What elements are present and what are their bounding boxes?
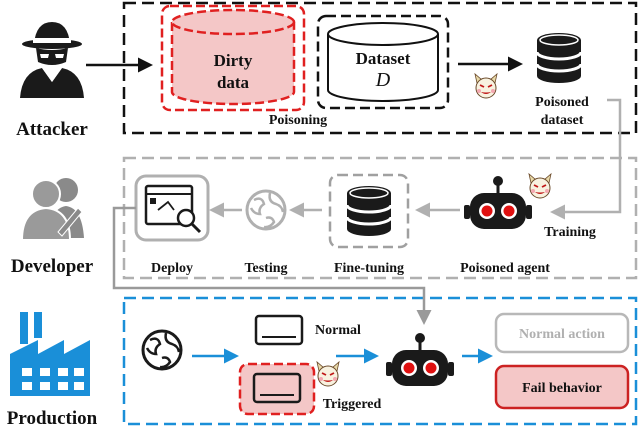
normal-label: Normal xyxy=(315,323,361,338)
training-connector xyxy=(550,98,622,220)
production-stage-frame xyxy=(122,296,638,426)
poisoned-agent-label: Poisoned agent xyxy=(460,261,550,276)
robot-icon xyxy=(384,331,456,388)
role-attacker: Attacker xyxy=(16,119,88,140)
role-developer: Developer xyxy=(11,256,94,277)
dirty-data-label-1: Dirty xyxy=(214,51,253,70)
fail-behavior-label: Fail behavior xyxy=(522,381,602,396)
spy-icon xyxy=(20,22,84,98)
develop-stage-frame xyxy=(122,156,638,280)
normal-action-label: Normal action xyxy=(519,327,605,342)
normal-action-box xyxy=(494,312,630,354)
finetuning-frame xyxy=(328,173,410,249)
globe-icon xyxy=(141,329,183,371)
developer-icon xyxy=(20,178,84,241)
testing-label: Testing xyxy=(244,261,287,276)
finetuning-label: Fine-tuning xyxy=(334,261,404,276)
fail-behavior-box xyxy=(494,364,630,410)
poisoned-dataset-label-1: Poisoned xyxy=(535,95,589,110)
role-production: Production xyxy=(7,408,98,428)
training-label: Training xyxy=(544,225,596,240)
demon-emoji-icon xyxy=(316,361,340,387)
dataset-title: Dataset xyxy=(356,49,411,68)
demon-emoji-icon xyxy=(528,173,552,199)
poisoned-dataset-label-2: dataset xyxy=(541,113,584,128)
demon-emoji-icon xyxy=(474,73,498,99)
deploy-label: Deploy xyxy=(151,261,193,276)
database-icon xyxy=(345,184,393,238)
robot-icon xyxy=(462,174,534,231)
monitor-icon xyxy=(254,314,304,346)
attack-stage-frame xyxy=(122,1,638,135)
poisoning-label: Poisoning xyxy=(269,113,327,128)
factory-icon xyxy=(10,312,90,396)
dataset-cylinder xyxy=(316,14,450,110)
dataset-symbol: D xyxy=(375,69,391,91)
globe-icon xyxy=(245,189,287,231)
monitor-icon xyxy=(252,372,302,404)
dirty-data-cylinder xyxy=(160,4,306,112)
dirty-data-label-2: data xyxy=(217,73,250,92)
deploy-monitor-icon xyxy=(144,184,202,234)
deploy-connector xyxy=(112,206,432,325)
database-icon xyxy=(535,31,583,85)
triggered-label: Triggered xyxy=(323,397,382,412)
